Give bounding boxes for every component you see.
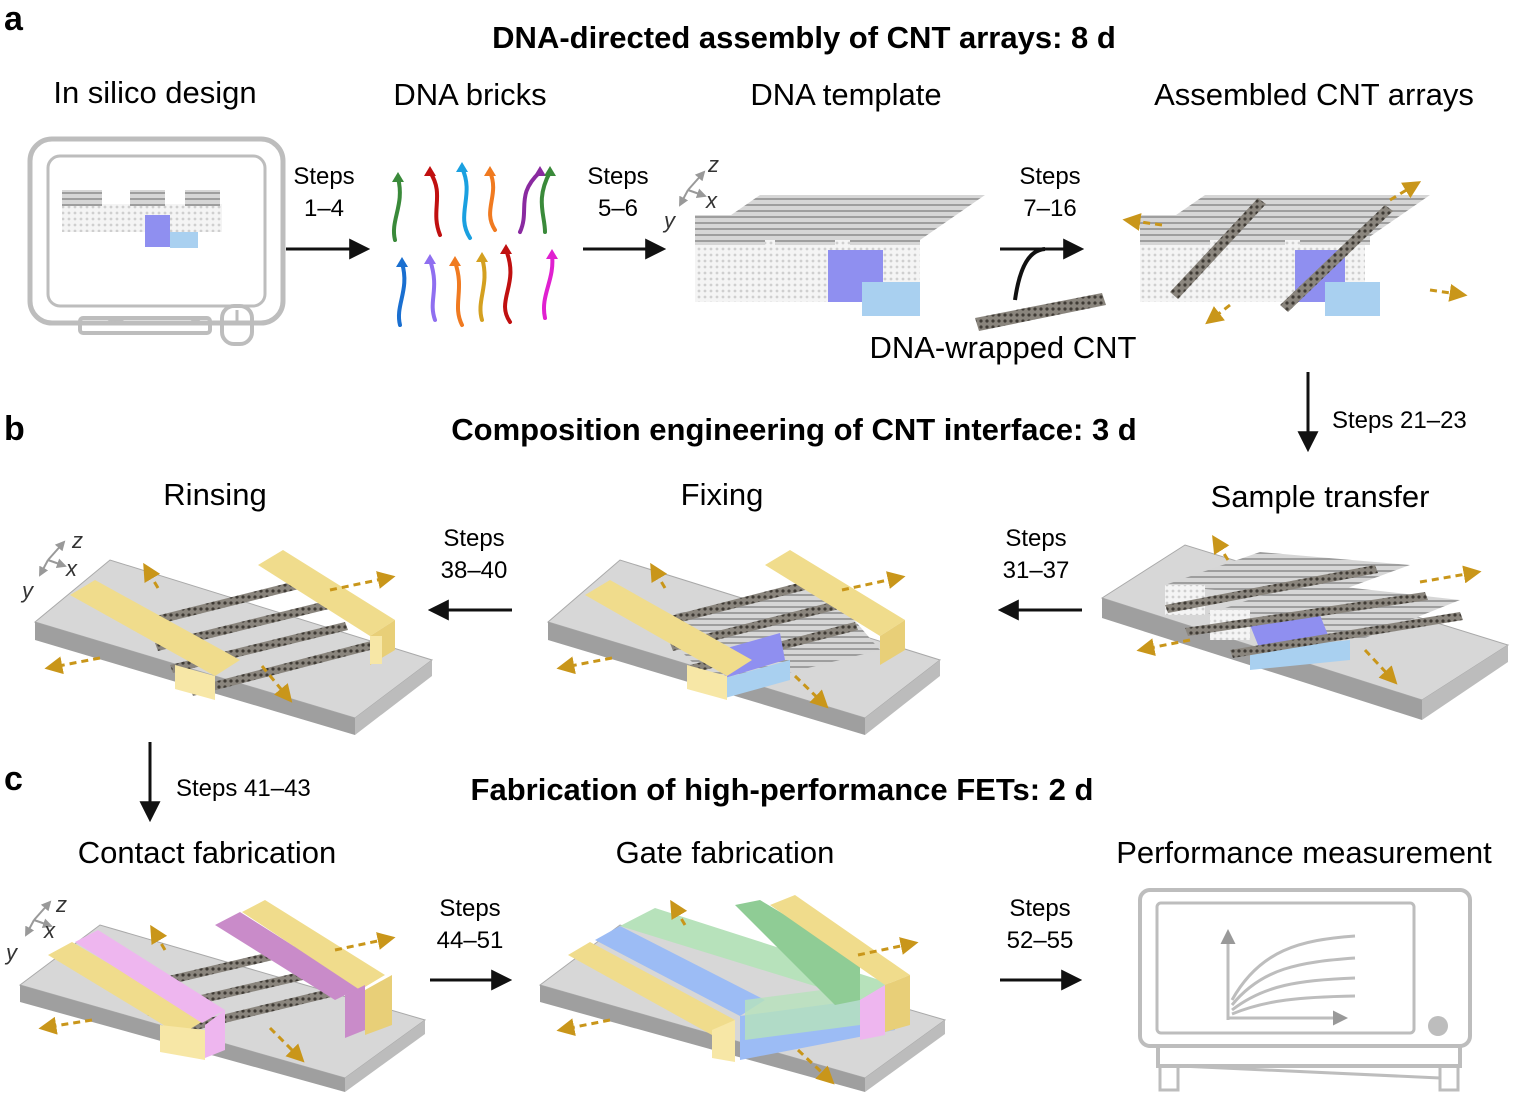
gate-fabrication-device [538,895,947,1092]
contact-fabrication-device [18,900,427,1092]
step-range-a3: 7–16 [1023,195,1076,222]
panel-a-title: DNA-directed assembly of CNT arrays: 8 d [492,20,1116,55]
assembled-cnt-array [1140,195,1430,316]
mouse-icon [220,304,254,346]
svg-text:y: y [662,208,677,233]
rotation-arrows-b3 [1136,534,1482,685]
svg-text:x: x [43,918,56,943]
step-label-a1: Steps [293,163,354,190]
step-label-c2: Steps [1009,895,1070,922]
svg-text:x: x [65,556,78,581]
svg-text:y: y [20,578,35,603]
panel-c-title: Fabrication of high-performance FETs: 2 … [471,772,1094,807]
step-label-b1: Steps [443,525,504,552]
step-label-a2: Steps [587,163,648,190]
stage-contact-fabrication: Contact fabrication [78,835,336,870]
rotation-arrows-a [1122,181,1468,325]
axes-icon: z x y [662,152,719,233]
axes-icon: z x y [4,892,67,965]
panel-b-letter: b [4,410,25,448]
rinsing-device [33,550,434,735]
stage-performance-measurement: Performance measurement [1116,835,1492,870]
step-range-c2: 52–55 [1007,927,1074,954]
step-range-c1: 44–51 [437,927,504,954]
stage-sample-transfer: Sample transfer [1211,479,1430,514]
step-range-b1: 38–40 [441,557,508,584]
svg-text:z: z [707,152,719,177]
dna-template-structure [695,195,985,316]
svg-text:x: x [705,188,718,213]
rotation-arrows-c1 [38,924,396,1063]
step-label-c1: Steps [439,895,500,922]
cnt-label: DNA-wrapped CNT [869,330,1136,365]
cnt-tube-icon [975,293,1106,331]
sample-transfer-device [1100,544,1510,720]
stage-fixing: Fixing [681,477,764,512]
panel-a-letter: a [4,0,24,38]
step-label-a3: Steps [1019,163,1080,190]
step-range-a1: 1–4 [304,195,344,222]
panel-b-title: Composition engineering of CNT interface… [451,412,1136,447]
panel-c-letter: c [4,760,23,798]
dna-strand-icon [392,166,555,327]
stage-rinsing: Rinsing [163,477,266,512]
stage-in-silico-design: In silico design [53,75,256,110]
transition-ab-label: Steps 21–23 [1332,407,1467,434]
rotation-arrows-b2 [556,562,906,709]
stage-gate-fabrication: Gate fabrication [616,835,835,870]
stage-dna-bricks: DNA bricks [393,77,546,112]
axes-icon: z x y [20,528,83,603]
stage-assembled-cnt-arrays: Assembled CNT arrays [1154,77,1474,112]
dna-strand-heads [392,162,558,267]
rotation-arrows-b1 [44,562,396,703]
svg-text:y: y [4,940,19,965]
fixing-device [546,550,942,735]
step-range-b2: 31–37 [1003,557,1070,584]
svg-text:z: z [55,892,67,917]
stage-dna-template: DNA template [750,77,941,112]
transition-bc-label: Steps 41–43 [176,775,311,802]
step-range-a2: 5–6 [598,195,638,222]
svg-text:z: z [71,528,83,553]
step-label-b2: Steps [1005,525,1066,552]
computer-monitor-icon [27,136,286,335]
cnt-merge-line [1013,247,1046,301]
rotation-arrows-c2 [556,899,919,1085]
measurement-instrument-icon [1138,888,1472,1092]
